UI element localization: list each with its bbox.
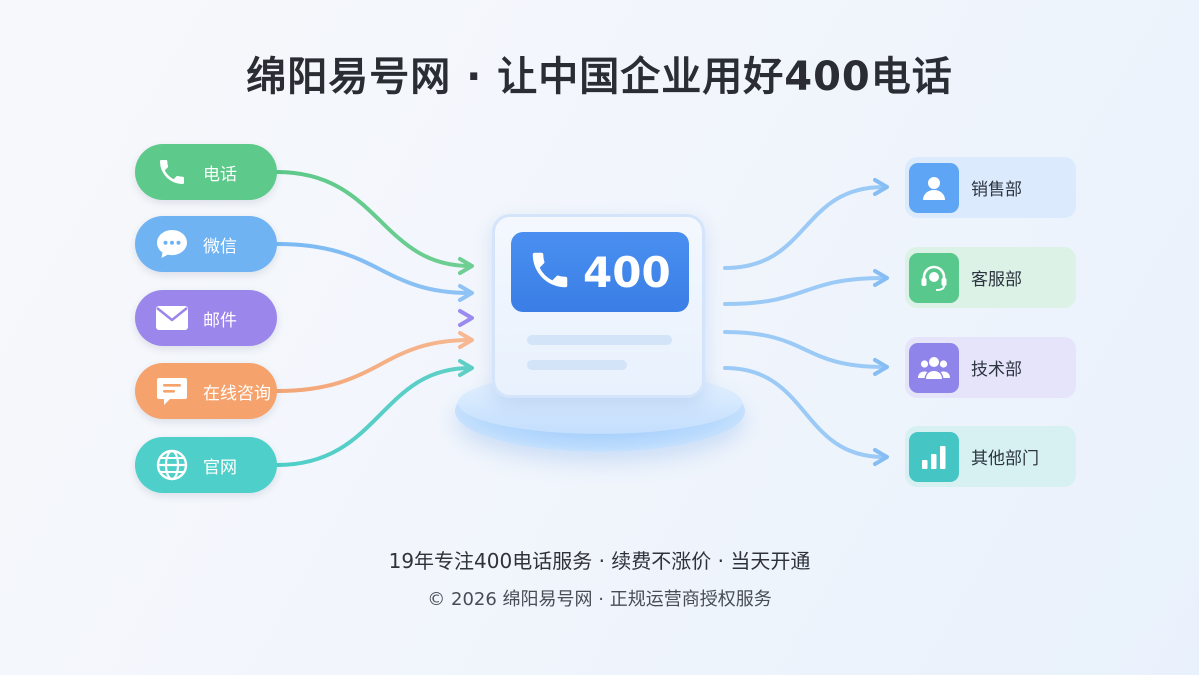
channel-web: 官网: [135, 437, 277, 493]
headset-icon: [921, 265, 947, 291]
bar-chart-icon: [922, 445, 946, 469]
dept-label: 技术部: [971, 360, 1022, 380]
team-icon: [918, 356, 950, 379]
channel-phone: 电话: [135, 144, 277, 200]
wire-web: [275, 366, 472, 467]
page-title: 绵阳易号网 · 让中国企业用好400电话: [246, 54, 953, 100]
arrow-phone: [458, 257, 474, 275]
message-icon: [153, 372, 191, 410]
channel-mail: 邮件: [135, 290, 277, 346]
channel-label: 邮件: [203, 310, 237, 331]
footer-tagline: 19年专注400电话服务 · 续费不涨价 · 当天开通: [388, 549, 811, 573]
hub-line-2: [527, 360, 627, 370]
hub-number: 400: [583, 247, 671, 297]
arrow-other: [873, 448, 889, 466]
dept-label: 客服部: [971, 270, 1022, 290]
dept-tile: [909, 162, 959, 213]
dept-tech: 技术部: [905, 337, 1076, 398]
hub-badge: 400: [511, 232, 689, 312]
hub-line-1: [527, 335, 672, 345]
phone-icon: [527, 247, 573, 297]
globe-icon: [153, 446, 191, 484]
channel-consult: 在线咨询: [135, 363, 277, 419]
wire-tech: [723, 330, 886, 369]
arrow-wechat: [458, 284, 474, 302]
wire-phone: [275, 170, 472, 268]
wire-sales: [723, 185, 886, 270]
channel-label: 电话: [203, 164, 237, 185]
wire-other: [723, 366, 886, 459]
dept-service: 客服部: [905, 247, 1076, 308]
user-icon: [923, 176, 945, 200]
wire-wechat: [275, 242, 472, 295]
channel-label: 官网: [203, 457, 237, 478]
dept-tile: [909, 342, 959, 393]
arrow-sales: [873, 178, 889, 196]
dept-label: 销售部: [971, 180, 1022, 200]
footer-copyright: © 2026 绵阳易号网 · 正规运营商授权服务: [427, 589, 772, 610]
chat-bubble-icon: [153, 225, 191, 263]
arrow-tech: [873, 358, 889, 376]
dept-sales: 销售部: [905, 157, 1076, 218]
arrow-service: [873, 269, 889, 287]
dept-tile: [909, 431, 959, 482]
channel-label: 微信: [203, 236, 237, 257]
wire-consult: [275, 338, 472, 393]
wire-service: [723, 276, 886, 306]
arrow-mail: [458, 309, 474, 327]
envelope-icon: [153, 299, 191, 337]
arrow-web: [458, 359, 474, 377]
phone-icon: [153, 153, 191, 191]
channel-label: 在线咨询: [203, 383, 271, 404]
channel-wechat: 微信: [135, 216, 277, 272]
arrow-consult: [458, 331, 474, 349]
dept-other: 其他部门: [905, 426, 1076, 487]
dept-tile: [909, 252, 959, 303]
dept-label: 其他部门: [971, 449, 1039, 469]
